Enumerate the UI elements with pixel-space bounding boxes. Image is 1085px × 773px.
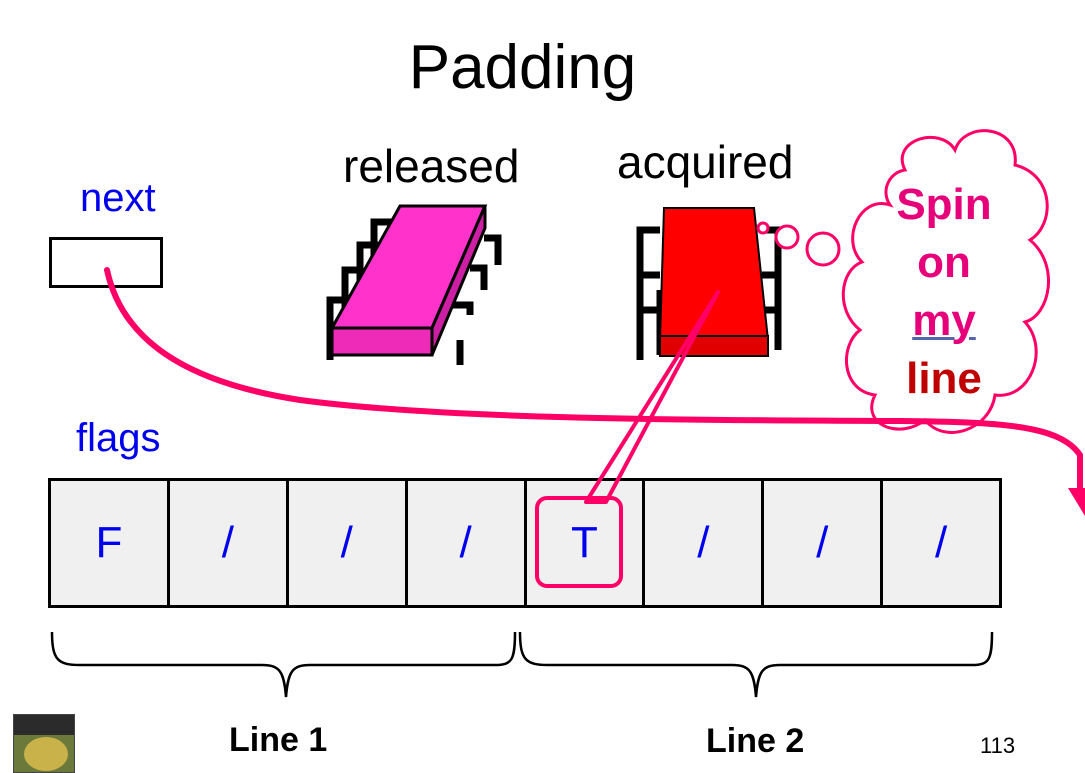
next-label: next bbox=[80, 176, 156, 220]
acquired-pointer-callout bbox=[584, 290, 720, 504]
flag-cell: / bbox=[642, 478, 765, 608]
acquired-flag-highlight bbox=[535, 496, 623, 588]
thought-word-line: line bbox=[906, 354, 982, 403]
flags-label: flags bbox=[76, 416, 161, 460]
thought-text: Spin on my line bbox=[872, 176, 1016, 408]
next-arrowhead-icon bbox=[1068, 488, 1085, 516]
book-cover-icon bbox=[13, 714, 75, 773]
slide-title: Padding bbox=[408, 33, 637, 102]
line-braces bbox=[50, 631, 994, 698]
flag-cell: / bbox=[761, 478, 884, 608]
thought-word-spin: Spin bbox=[896, 180, 992, 229]
thought-word-on: on bbox=[917, 238, 971, 287]
line2-label: Line 2 bbox=[706, 722, 805, 760]
flag-cell: / bbox=[880, 478, 1002, 608]
thought-bubble-dots bbox=[756, 221, 841, 267]
page-number: 113 bbox=[980, 733, 1016, 758]
released-chip-icon bbox=[326, 204, 502, 365]
flag-cell: / bbox=[404, 478, 527, 608]
thought-cloud-icon bbox=[841, 129, 1050, 434]
line1-label: Line 1 bbox=[229, 721, 328, 759]
thought-word-my: my bbox=[912, 296, 976, 345]
released-label: released bbox=[343, 140, 520, 192]
next-pointer-box bbox=[49, 237, 163, 288]
next-arrow bbox=[104, 267, 1083, 495]
acquired-label: acquired bbox=[617, 136, 794, 188]
